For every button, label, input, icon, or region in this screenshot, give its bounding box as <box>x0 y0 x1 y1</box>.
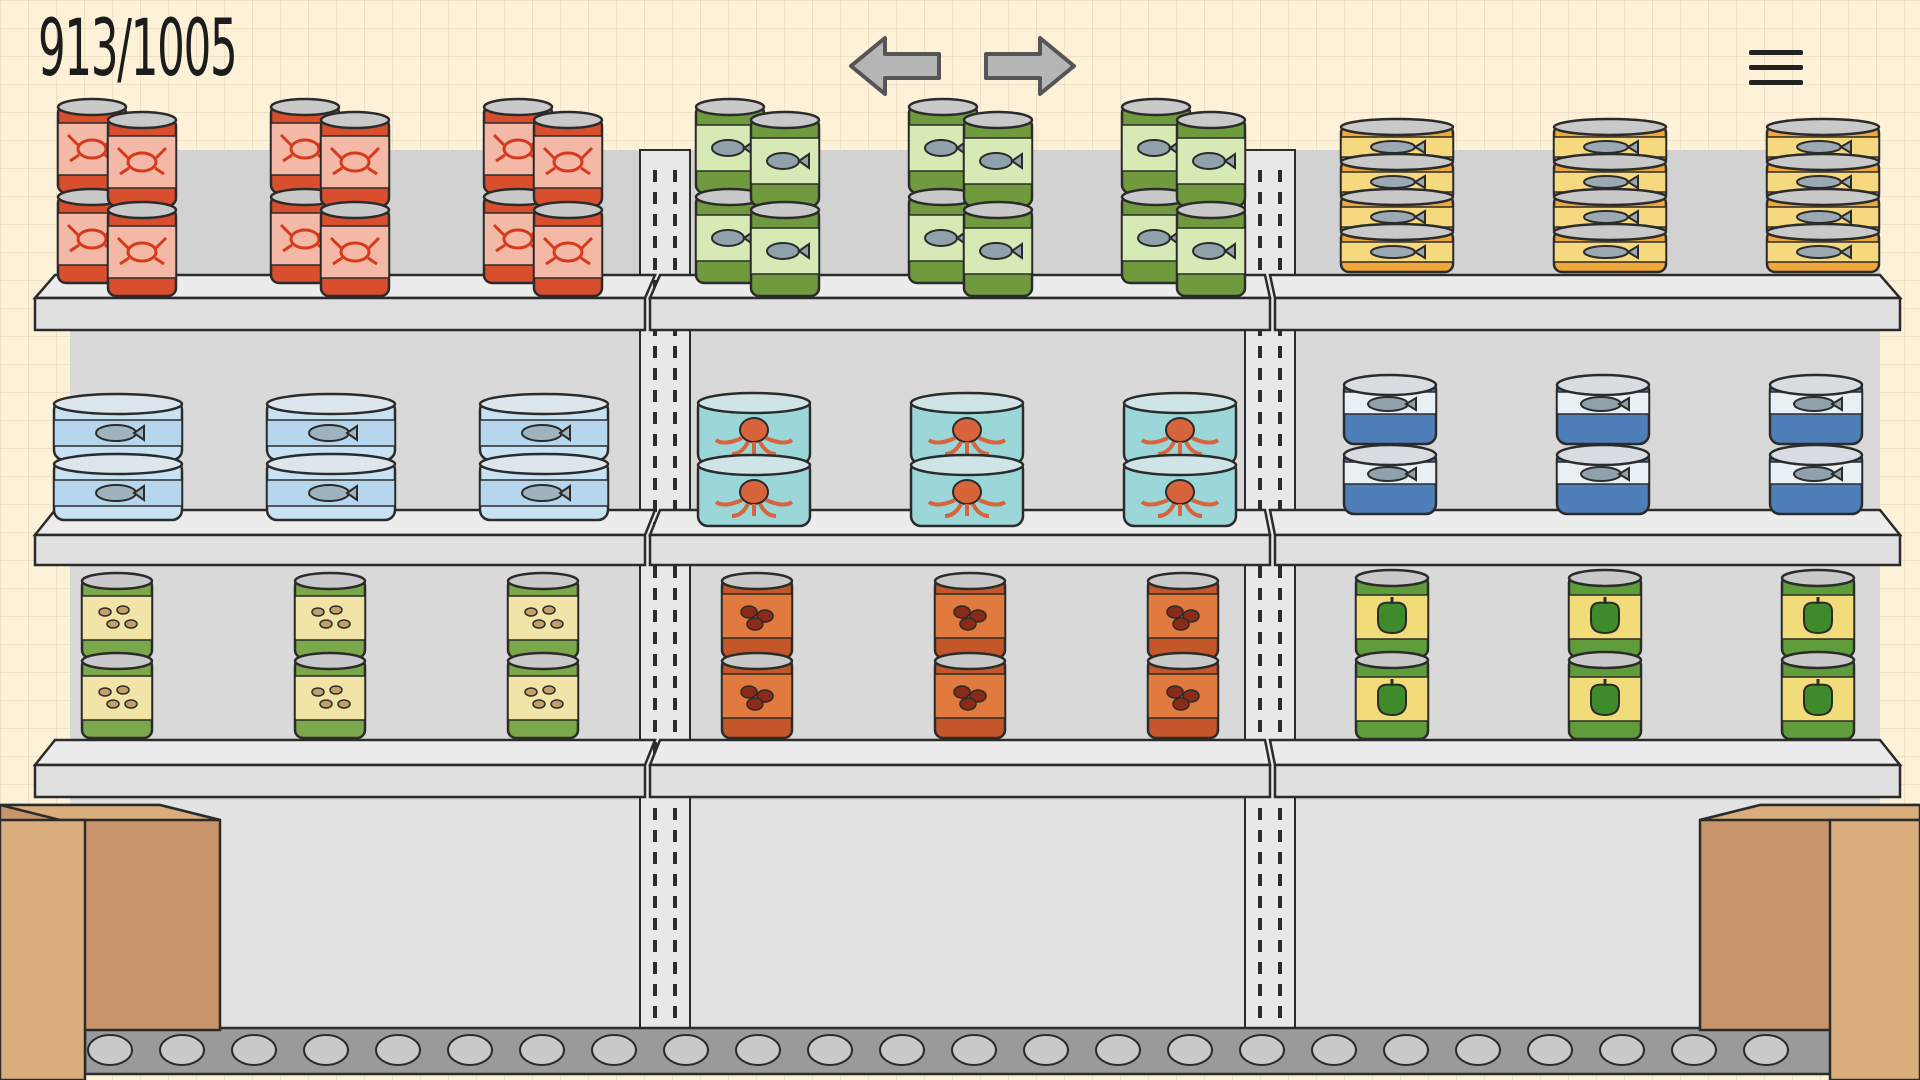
pepper-can-stack[interactable] <box>1780 568 1856 741</box>
crab-can-stack[interactable] <box>269 97 391 298</box>
conveyor-roller <box>1311 1034 1357 1066</box>
shelf-row-top[interactable] <box>56 97 1881 298</box>
tuna-can-stack[interactable] <box>478 392 610 522</box>
bean-can-stack[interactable] <box>506 571 580 740</box>
pepper-can-stack[interactable] <box>1354 568 1430 741</box>
octopus-can-stack[interactable] <box>909 391 1025 528</box>
conveyor-roller <box>1167 1034 1213 1066</box>
green-fish-can-stack[interactable] <box>907 97 1034 298</box>
conveyor-roller <box>807 1034 853 1066</box>
octopus-can-stack[interactable] <box>696 391 812 528</box>
baked-beans-can-stack[interactable] <box>933 571 1007 740</box>
conveyor-roller <box>519 1034 565 1066</box>
conveyor-roller <box>1023 1034 1069 1066</box>
crab-can-stack[interactable] <box>482 97 604 298</box>
conveyor-roller <box>1095 1034 1141 1066</box>
octopus-can-stack[interactable] <box>1122 391 1238 528</box>
pepper-can-stack[interactable] <box>1567 568 1643 741</box>
conveyor-roller <box>303 1034 349 1066</box>
green-fish-can-stack[interactable] <box>694 97 821 298</box>
conveyor-roller <box>375 1034 421 1066</box>
shelf-boards <box>32 273 1903 799</box>
conveyor-roller <box>1671 1034 1717 1066</box>
conveyor-roller <box>1527 1034 1573 1066</box>
sardine-can-stack[interactable] <box>1552 117 1668 274</box>
sardine-can-stack[interactable] <box>1339 117 1455 274</box>
conveyor-roller <box>951 1034 997 1066</box>
conveyor-belt <box>83 1026 1837 1076</box>
tuna-can-stack[interactable] <box>265 392 397 522</box>
conveyor-roller <box>159 1034 205 1066</box>
prev-arrow-button[interactable] <box>845 32 945 100</box>
blue-fish-can-stack[interactable] <box>1768 373 1864 516</box>
green-fish-can-stack[interactable] <box>1120 97 1247 298</box>
arrow-right-icon <box>984 36 1076 96</box>
tuna-can-stack[interactable] <box>52 392 184 522</box>
conveyor-roller <box>87 1034 133 1066</box>
conveyor-roller <box>1743 1034 1789 1066</box>
crab-can-stack[interactable] <box>56 97 178 298</box>
sardine-can-stack[interactable] <box>1765 117 1881 274</box>
cardboard-box-right <box>1698 803 1920 1080</box>
score-counter: 913/1005 <box>38 4 238 94</box>
conveyor-roller <box>1239 1034 1285 1066</box>
shelf-row-bottom[interactable] <box>80 568 1856 741</box>
conveyor-roller <box>735 1034 781 1066</box>
conveyor-roller <box>447 1034 493 1066</box>
conveyor-roller <box>231 1034 277 1066</box>
menu-button[interactable] <box>1745 44 1807 92</box>
baked-beans-can-stack[interactable] <box>1146 571 1220 740</box>
hamburger-menu-icon <box>1749 50 1803 85</box>
cardboard-box-left <box>0 803 222 1080</box>
conveyor-roller <box>663 1034 709 1066</box>
blue-fish-can-stack[interactable] <box>1342 373 1438 516</box>
conveyor-roller <box>879 1034 925 1066</box>
conveyor-roller <box>1599 1034 1645 1066</box>
conveyor-roller <box>1455 1034 1501 1066</box>
conveyor-roller <box>1383 1034 1429 1066</box>
blue-fish-can-stack[interactable] <box>1555 373 1651 516</box>
arrow-left-icon <box>849 36 941 96</box>
conveyor-roller <box>591 1034 637 1066</box>
bean-can-stack[interactable] <box>293 571 367 740</box>
bean-can-stack[interactable] <box>80 571 154 740</box>
baked-beans-can-stack[interactable] <box>720 571 794 740</box>
shelf-row-middle[interactable] <box>52 373 1864 528</box>
next-arrow-button[interactable] <box>980 32 1080 100</box>
